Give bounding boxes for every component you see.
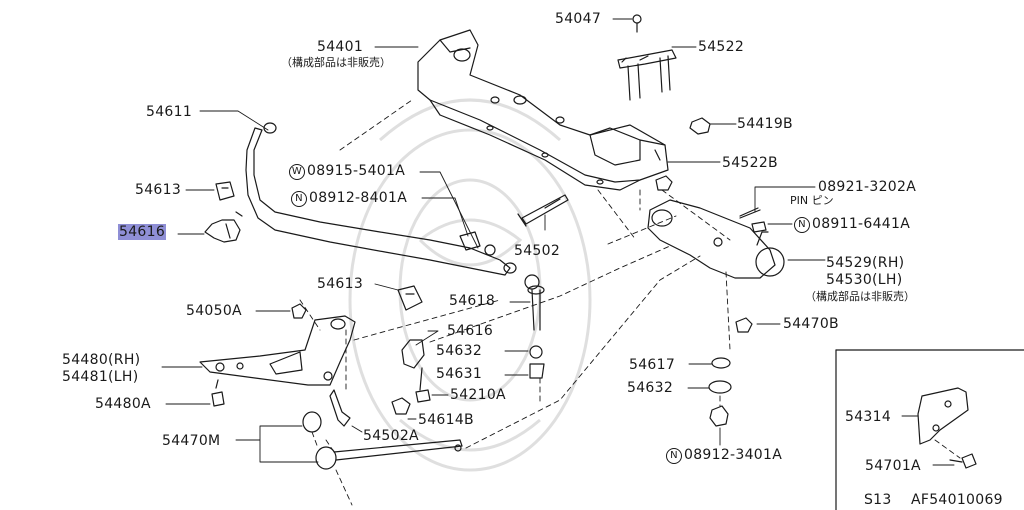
callout-08912-8401a-text: 08912-8401A <box>309 190 408 206</box>
bolt-54480a <box>211 379 225 407</box>
clamp-54616-lower <box>401 339 425 369</box>
callout-54530: 54530(LH) <box>826 272 903 288</box>
bracket-54522 <box>617 49 677 101</box>
callout-08921-note: PIN ピン <box>790 194 834 207</box>
callout-54530-note: （構成部品は非販売） <box>805 290 915 303</box>
nut-08911 <box>751 221 767 233</box>
callout-54314: 54314 <box>845 409 892 425</box>
bolt-54210a <box>415 367 431 403</box>
nut-symbol: N <box>794 217 810 233</box>
callout-54631: 54631 <box>436 366 483 382</box>
stabilizer-bar-54611 <box>245 122 517 276</box>
callout-54616-upper: 54616 <box>118 224 167 240</box>
callout-54050a: 54050A <box>186 303 242 319</box>
callout-54481: 54481(LH) <box>62 369 139 385</box>
callout-08911-6441a-text: 08911-6441A <box>812 216 911 232</box>
nut-54050a <box>291 303 307 319</box>
stabilizer-link-54618 <box>524 274 545 379</box>
callout-54401-note: （構成部品は非販売） <box>281 56 391 69</box>
callout-54529: 54529(RH) <box>826 255 905 271</box>
nut-54614b <box>391 397 411 415</box>
callout-54618: 54618 <box>449 293 496 309</box>
callout-54616-lower: 54616 <box>447 323 494 339</box>
nut-08912-3401a <box>709 405 729 427</box>
washer-08915 <box>459 231 496 256</box>
callout-54632-upper: 54632 <box>436 343 483 359</box>
model-code: S13 <box>864 492 892 508</box>
callout-54614b: 54614B <box>418 412 474 428</box>
callout-54419b: 54419B <box>737 116 793 132</box>
nut-54522b <box>655 175 673 191</box>
cotter-pin-08921 <box>739 207 761 219</box>
callout-54701a: 54701A <box>865 458 921 474</box>
callout-54522: 54522 <box>698 39 745 55</box>
callout-54480a: 54480A <box>95 396 151 412</box>
bolt-54701a <box>949 453 977 469</box>
callout-54401: 54401 <box>317 39 364 55</box>
callout-54522b: 54522B <box>722 155 778 171</box>
callout-08915-5401a-text: 08915-5401A <box>307 163 406 179</box>
bushing-54613-lower <box>397 285 423 311</box>
leader-lines <box>161 18 955 466</box>
bolt-54502a <box>329 389 351 427</box>
bushing-54632-right <box>708 380 732 394</box>
dashed-assembly-lines <box>299 99 961 506</box>
nut-54470b <box>735 317 753 333</box>
clamp-54616-upper <box>204 211 243 243</box>
callout-54470b: 54470B <box>783 316 839 332</box>
nut-symbol: N <box>666 448 682 464</box>
bolt-54502 <box>517 194 569 227</box>
callout-54047: 54047 <box>555 11 602 27</box>
callout-54502a: 54502A <box>363 428 419 444</box>
callout-08912-3401a-text: 08912-3401A <box>684 447 783 463</box>
bushing-54613-upper <box>215 181 235 201</box>
callout-54613-upper: 54613 <box>135 182 182 198</box>
callout-54617: 54617 <box>629 357 676 373</box>
callout-54470m: 54470M <box>162 433 221 449</box>
watermark-emblem <box>348 98 592 472</box>
diagram-code: AF54010069 <box>911 492 1003 508</box>
callout-54613-lower: 54613 <box>317 276 364 292</box>
washer-symbol: W <box>289 164 305 180</box>
nut-54419b <box>689 117 711 135</box>
callout-54616-highlight: 54616 <box>118 224 167 240</box>
nut-symbol: N <box>291 191 307 207</box>
callout-54210a: 54210A <box>450 387 506 403</box>
callout-54611: 54611 <box>146 104 193 120</box>
bushing-54617 <box>711 357 731 369</box>
callout-54502: 54502 <box>514 243 561 259</box>
callout-54632-lower: 54632 <box>627 380 674 396</box>
crossmember-54401 <box>417 29 669 191</box>
callout-08921-3202a: 08921-3202A <box>818 179 917 195</box>
callout-54480: 54480(RH) <box>62 352 141 368</box>
bracket-54480 <box>199 315 356 386</box>
bracket-54314 <box>917 387 969 445</box>
transverse-link-54529 <box>647 199 785 279</box>
